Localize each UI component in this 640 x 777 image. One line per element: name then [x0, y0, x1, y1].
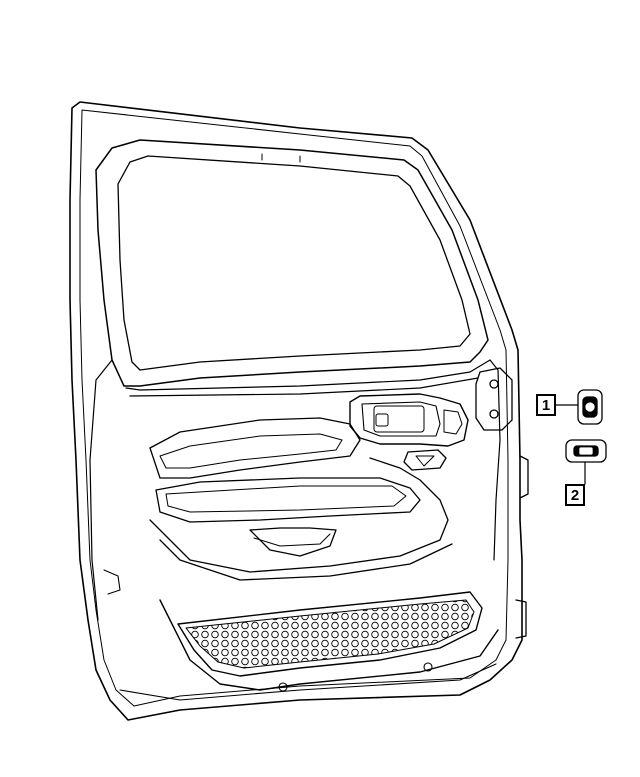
callout-2-number: 2 — [570, 486, 580, 504]
inside-handle — [403, 449, 447, 471]
window-frame — [95, 139, 489, 387]
door-trim-panel — [149, 417, 453, 581]
belt-line — [89, 359, 501, 621]
switch-bezel — [349, 393, 469, 447]
callout-1: 1 — [536, 394, 556, 416]
callout-2: 2 — [565, 484, 585, 506]
door-outer-shell — [69, 101, 523, 721]
door-bottom-edge — [103, 569, 497, 701]
lower-map-pocket — [159, 591, 499, 691]
switch-part-2 — [565, 439, 607, 463]
switch-part-1 — [577, 389, 603, 425]
hinge-plate — [475, 367, 529, 639]
callout-1-number: 1 — [541, 396, 551, 414]
